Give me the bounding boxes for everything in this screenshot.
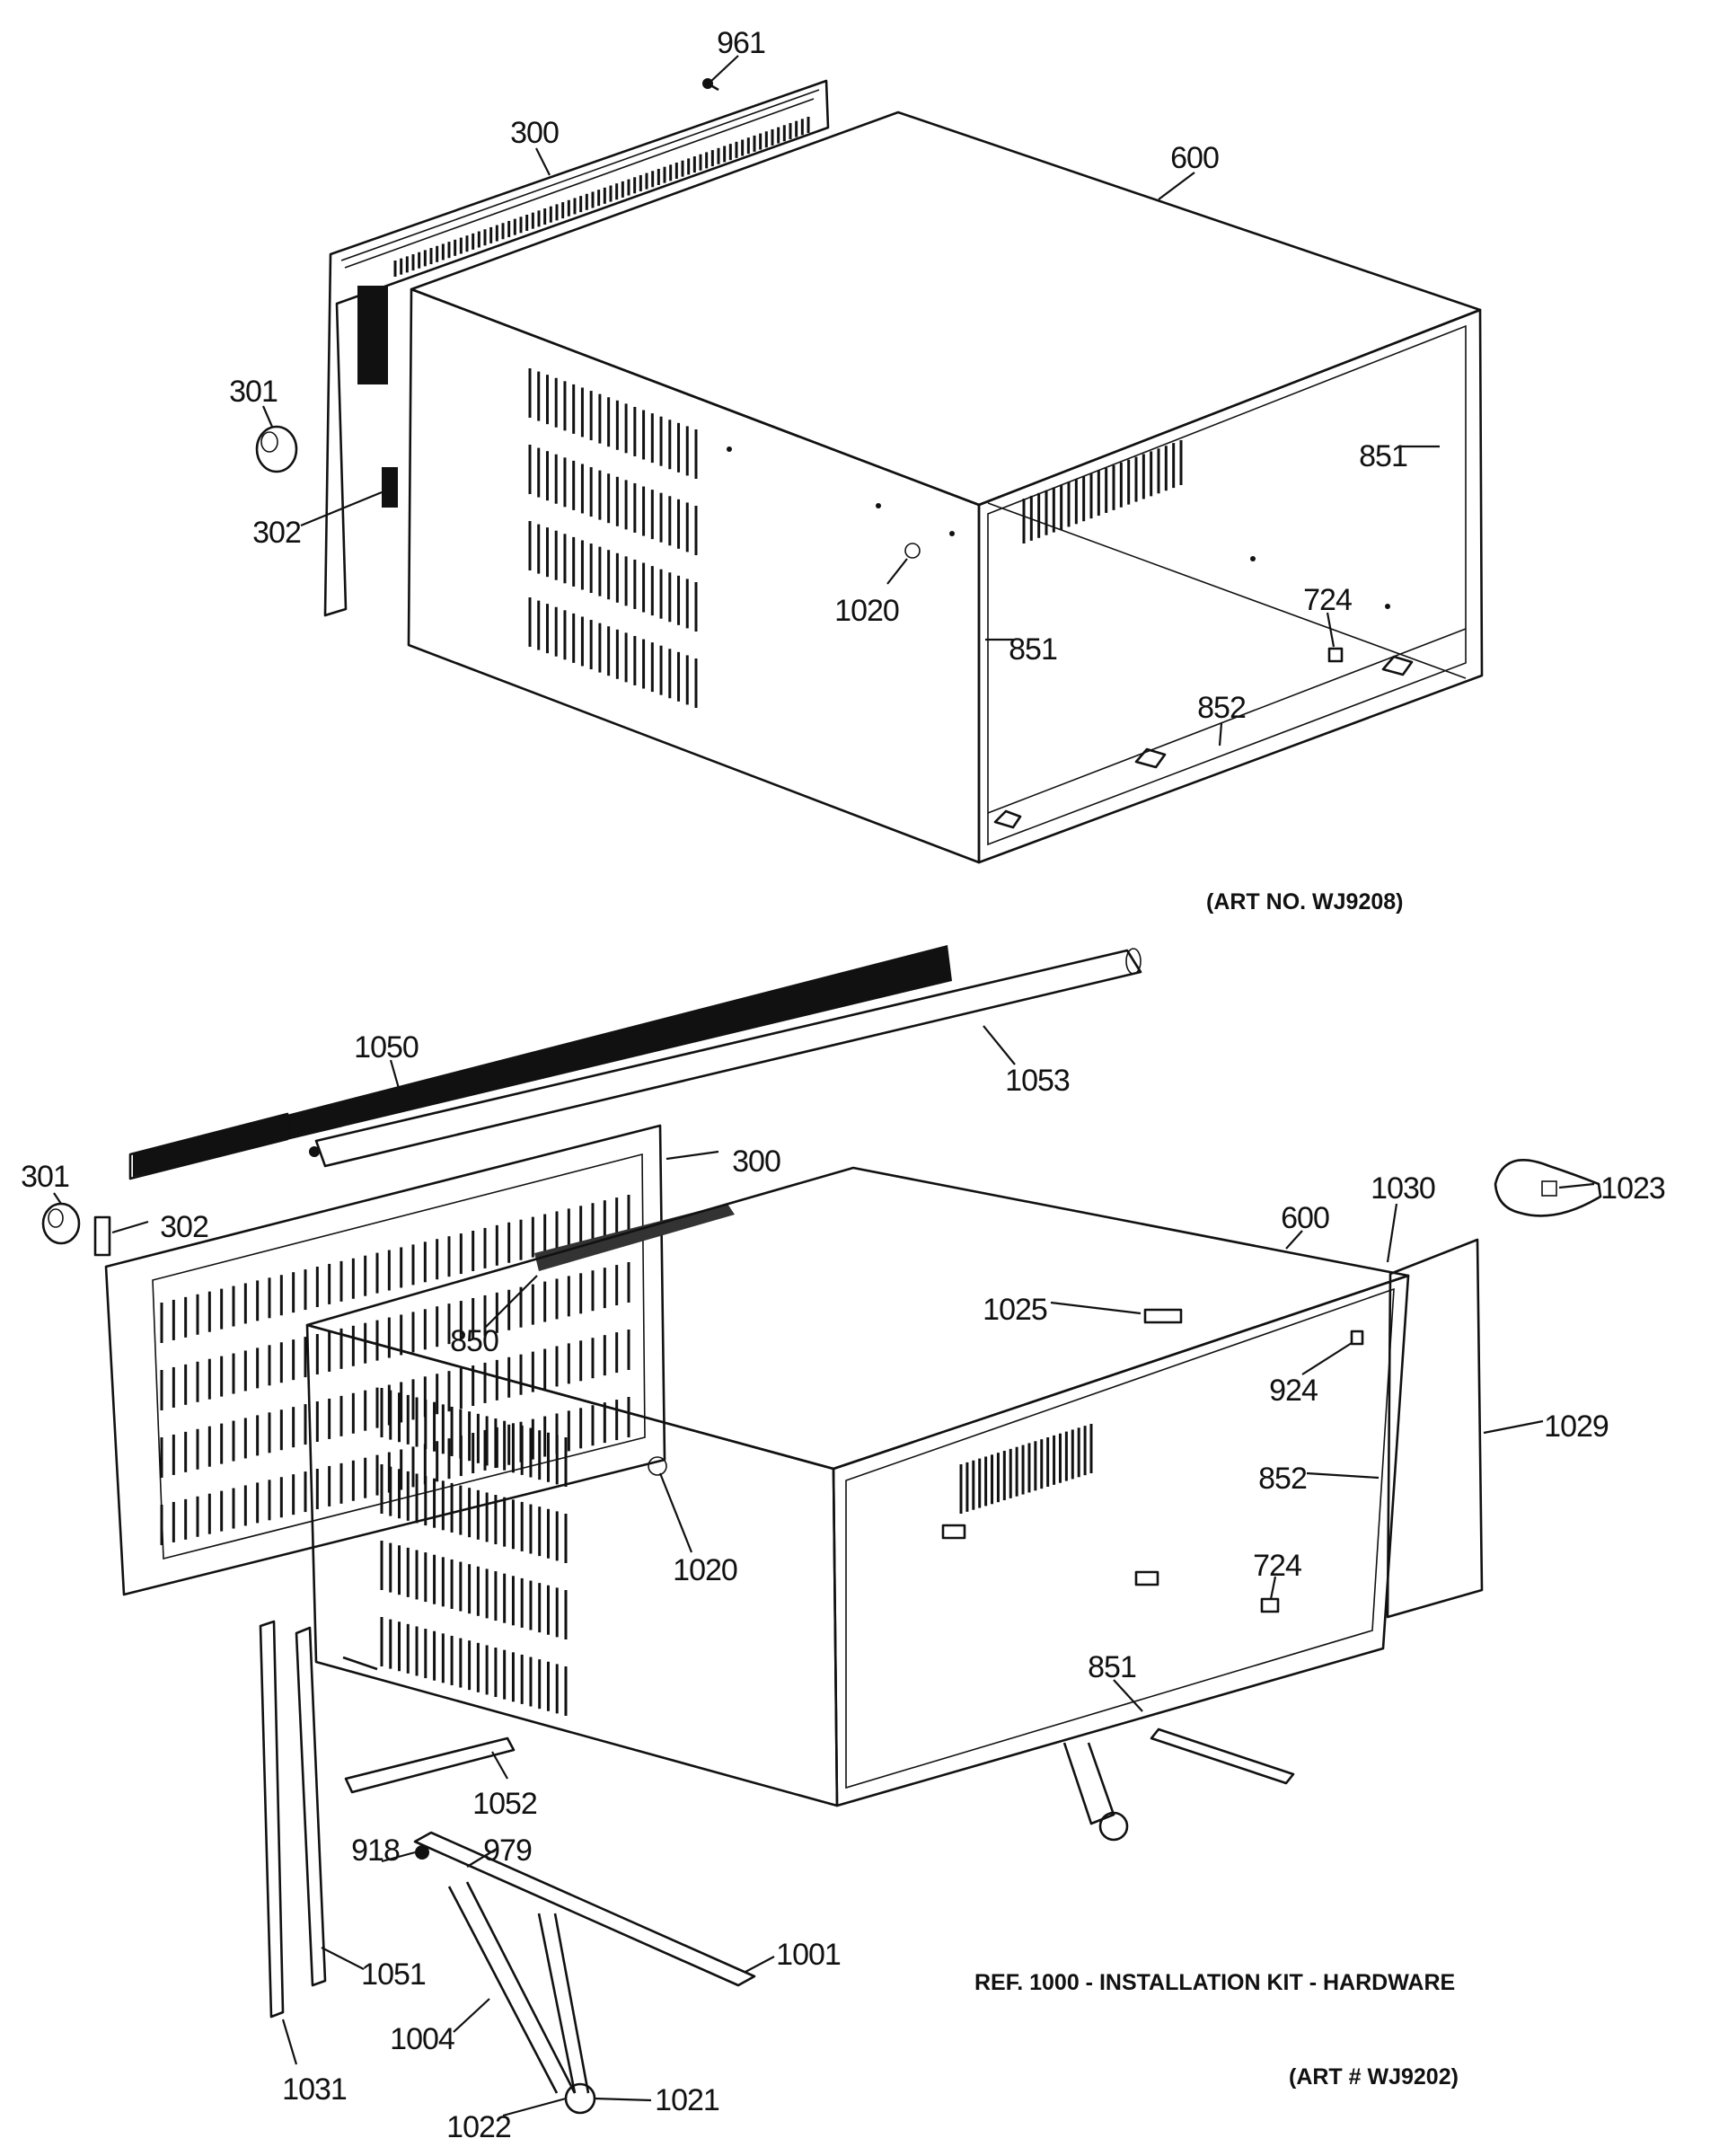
- label-top-961: 961: [717, 26, 765, 60]
- label-bottom-1050: 1050: [354, 1030, 419, 1065]
- angle-1051: [295, 1626, 327, 1987]
- label-top-600: 600: [1170, 141, 1219, 175]
- label-top-300: 300: [510, 116, 559, 150]
- switch-302-bottom: [93, 1215, 111, 1257]
- rail-1001: [413, 1831, 756, 1987]
- screw-961-icon: [702, 78, 719, 92]
- part-labels: 961 300 600 301 302 851 1020 851 724 852 1050 1053 3…: [21, 26, 1666, 2144]
- label-bottom-851: 851: [1088, 1650, 1136, 1684]
- tube-1053: [314, 948, 1142, 1168]
- angle-1031: [259, 1620, 285, 2019]
- label-bottom-1004: 1004: [390, 2022, 454, 2056]
- label-top-302: 302: [252, 516, 301, 550]
- label-top-301: 301: [229, 375, 278, 409]
- bracket-1025: [1143, 1308, 1183, 1324]
- label-bottom-300: 300: [732, 1144, 780, 1179]
- label-bottom-1031: 1031: [282, 2072, 347, 2107]
- label-bottom-600: 600: [1281, 1201, 1329, 1235]
- rail-1052: [344, 1736, 516, 1794]
- installation-kit-caption: REF. 1000 - INSTALLATION KIT - HARDWARE: [974, 1970, 1455, 1995]
- label-top-1020: 1020: [834, 594, 899, 628]
- label-bottom-852: 852: [1258, 1462, 1307, 1496]
- label-bottom-1022: 1022: [446, 2110, 511, 2144]
- label-bottom-301: 301: [21, 1160, 69, 1194]
- top-exploded-view: [255, 78, 1484, 864]
- curtain-1029: [1386, 1238, 1484, 1619]
- nut-918: [415, 1845, 429, 1860]
- knob-301: [255, 425, 298, 473]
- label-top-724: 724: [1303, 583, 1352, 617]
- label-bottom-1020: 1020: [673, 1553, 737, 1587]
- switch-302: [382, 467, 398, 508]
- front-panel-300: [323, 79, 830, 617]
- label-bottom-918: 918: [351, 1833, 400, 1868]
- label-bottom-1025: 1025: [983, 1293, 1047, 1327]
- label-bottom-1052: 1052: [472, 1787, 537, 1821]
- front-panel-300-bottom: [104, 1124, 666, 1596]
- label-bottom-1021: 1021: [655, 2083, 719, 2117]
- label-bottom-1053: 1053: [1005, 1064, 1070, 1098]
- foot-1021: [564, 2082, 596, 2115]
- clip-724: [1327, 647, 1344, 663]
- clip-924: [1350, 1330, 1364, 1346]
- control-panel-opening: [357, 286, 388, 384]
- label-bottom-302: 302: [160, 1210, 208, 1244]
- label-top-851a: 851: [1359, 439, 1407, 473]
- leader-lines: [53, 55, 1595, 2117]
- strap-1023: [1494, 1159, 1602, 1217]
- cabinet-600-bottom: [305, 1166, 1410, 1807]
- label-bottom-1029: 1029: [1544, 1409, 1609, 1444]
- label-bottom-1001: 1001: [776, 1938, 841, 1972]
- label-bottom-724: 724: [1253, 1549, 1301, 1583]
- label-bottom-1051: 1051: [361, 1957, 426, 1992]
- label-top-852: 852: [1197, 691, 1246, 725]
- bottom-exploded-view: [41, 945, 1602, 2115]
- seal-strip-1050: [128, 945, 952, 1180]
- leg-1004: [447, 1886, 559, 2094]
- label-bottom-979: 979: [483, 1833, 532, 1868]
- gasket-850: [534, 1204, 735, 1271]
- label-bottom-1023: 1023: [1600, 1171, 1665, 1206]
- clip-724-bottom: [1260, 1597, 1280, 1613]
- label-bottom-924: 924: [1269, 1374, 1318, 1408]
- knob-301-bottom: [41, 1202, 81, 1245]
- cabinet-600: [407, 110, 1484, 864]
- art-number-top: (ART NO. WJ9208): [1206, 889, 1403, 915]
- label-bottom-1030: 1030: [1371, 1171, 1435, 1206]
- label-top-851b: 851: [1009, 632, 1057, 667]
- art-number-bottom: (ART # WJ9202): [1289, 2064, 1459, 2090]
- label-bottom-850: 850: [450, 1324, 498, 1358]
